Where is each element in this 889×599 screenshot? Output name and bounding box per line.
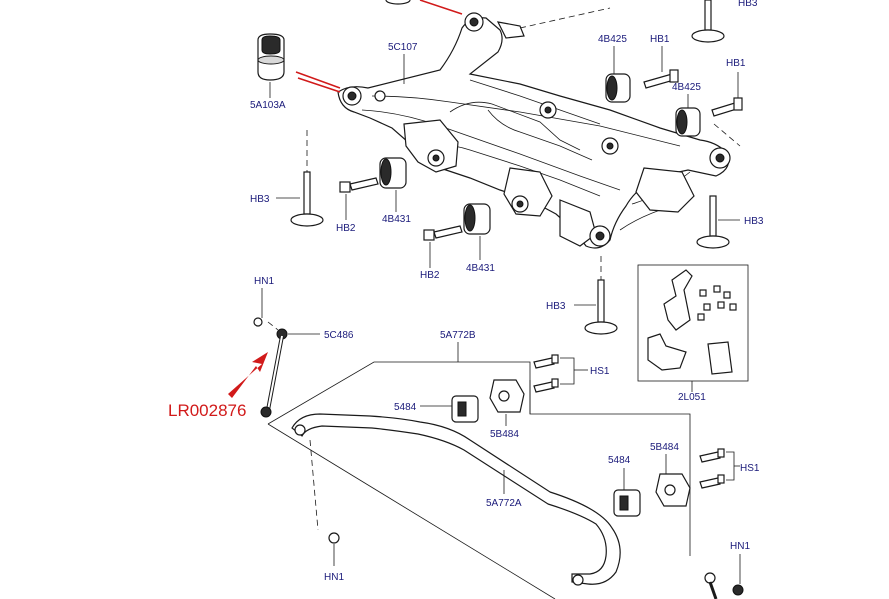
label-HB2-a: HB2 bbox=[336, 223, 356, 234]
bolt-HB1-upper bbox=[643, 69, 679, 89]
label-2L051: 2L051 bbox=[678, 392, 706, 403]
label-HB3-left: HB3 bbox=[250, 194, 270, 205]
stabilizer-link-right bbox=[704, 572, 744, 599]
red-arrow-subframe-left-2 bbox=[297, 77, 341, 93]
hb3-bolt-top-right bbox=[691, 0, 725, 43]
bolt-set bbox=[697, 285, 737, 321]
bushing-4B425-upper bbox=[605, 73, 631, 103]
stabilizer-bar bbox=[291, 413, 621, 586]
label-LR002876: LR002876 bbox=[168, 401, 246, 420]
label-5B484-b: 5B484 bbox=[650, 442, 679, 453]
bushing-5484-lower bbox=[613, 489, 641, 517]
bushing-4B431-lower bbox=[463, 203, 491, 235]
bushing-4B431-upper bbox=[379, 157, 407, 189]
label-5C486: 5C486 bbox=[324, 330, 354, 341]
stabilizer-link-LR002876 bbox=[260, 328, 288, 418]
label-4B425-b: 4B425 bbox=[672, 82, 701, 93]
subframe-assembly bbox=[337, 0, 731, 249]
hb3-bolt-left bbox=[290, 171, 324, 227]
nut-HN1-top bbox=[253, 317, 263, 327]
bushing-5484-upper bbox=[451, 395, 479, 423]
label-5A772B: 5A772B bbox=[440, 330, 476, 341]
label-HN1-bottom: HN1 bbox=[324, 572, 344, 583]
label-HS1-a: HS1 bbox=[590, 366, 610, 377]
label-HB3-center: HB3 bbox=[546, 301, 566, 312]
label-HS1-b: HS1 bbox=[740, 463, 760, 474]
label-5484-b: 5484 bbox=[608, 455, 631, 466]
label-4B425-a: 4B425 bbox=[598, 34, 627, 45]
label-5A772A: 5A772A bbox=[486, 498, 522, 509]
clamp-5B484-upper bbox=[489, 379, 525, 413]
red-arrow-link bbox=[228, 352, 268, 398]
label-5484-a: 5484 bbox=[394, 402, 417, 413]
bolt-HB2-lower bbox=[423, 225, 463, 241]
label-5A103A: 5A103A bbox=[250, 100, 286, 111]
red-arrow-subframe-top bbox=[419, 0, 463, 15]
label-4B431-b: 4B431 bbox=[466, 263, 495, 274]
label-HB2-b: HB2 bbox=[420, 270, 440, 281]
bolt-HS1-upper bbox=[533, 354, 559, 393]
label-HB3-right: HB3 bbox=[744, 216, 764, 227]
label-4B431-a: 4B431 bbox=[382, 214, 411, 225]
red-arrow-subframe-left bbox=[295, 71, 341, 89]
label-HB1-b: HB1 bbox=[726, 58, 746, 69]
label-HB1-a: HB1 bbox=[650, 34, 670, 45]
bushing-5A103A bbox=[257, 33, 285, 81]
hb3-bolt-right bbox=[696, 195, 730, 249]
nut-HN1-bottom bbox=[328, 532, 340, 544]
bracket-kit-2L051 bbox=[637, 264, 749, 382]
bolt-HB2-upper bbox=[339, 177, 379, 193]
label-5C107: 5C107 bbox=[388, 42, 418, 53]
hb3-bolt-center bbox=[584, 279, 618, 335]
label-HN1-top: HN1 bbox=[254, 276, 274, 287]
bolt-HB1-lower bbox=[711, 97, 743, 117]
label-HN1-right: HN1 bbox=[730, 541, 750, 552]
bushing-4B425-lower bbox=[675, 107, 701, 137]
bolt-HS1-lower bbox=[699, 448, 725, 489]
clamp-5B484-lower bbox=[655, 473, 691, 507]
label-HB3-top-right: HB3 bbox=[738, 0, 758, 9]
label-5B484-a: 5B484 bbox=[490, 429, 519, 440]
